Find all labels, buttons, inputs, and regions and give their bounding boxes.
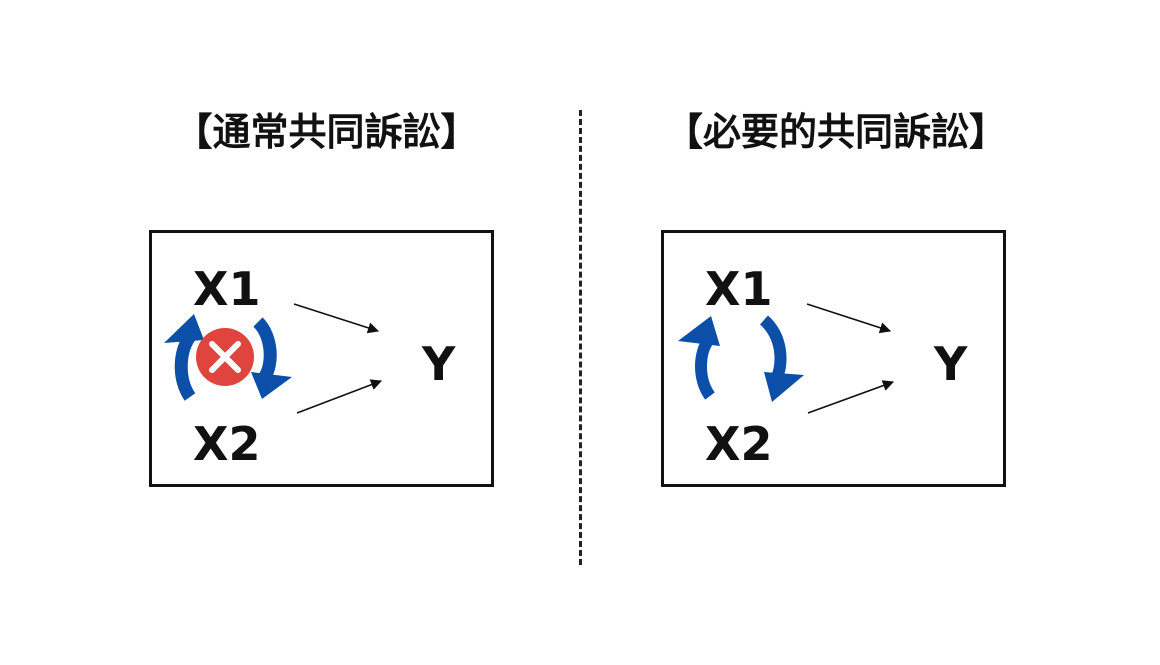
party-x1-label: X1 (193, 262, 261, 316)
panel-necessary-joint-litigation: X1 X2 Y (661, 230, 1006, 487)
title-necessary-joint-litigation: 【必要的共同訴訟】 (664, 110, 1007, 154)
party-y-label: Y (422, 337, 456, 391)
cycle-arrows-icon (678, 315, 804, 402)
claim-arrow-x2-to-y (296, 379, 383, 414)
party-x1-label: X1 (705, 262, 773, 316)
center-divider (579, 110, 582, 565)
panel-normal-joint-litigation: X1 X2 Y (149, 230, 494, 487)
cycle-arrows-icon (164, 314, 292, 401)
party-x2-label: X2 (193, 417, 261, 471)
claim-arrow-x2-to-y (807, 380, 895, 414)
party-x2-label: X2 (705, 417, 773, 471)
title-normal-joint-litigation: 【通常共同訴訟】 (174, 110, 479, 154)
claim-arrow-x1-to-y (293, 303, 380, 334)
party-y-label: Y (934, 337, 968, 391)
cross-circle-icon (196, 328, 254, 386)
claim-arrow-x1-to-y (806, 303, 892, 334)
